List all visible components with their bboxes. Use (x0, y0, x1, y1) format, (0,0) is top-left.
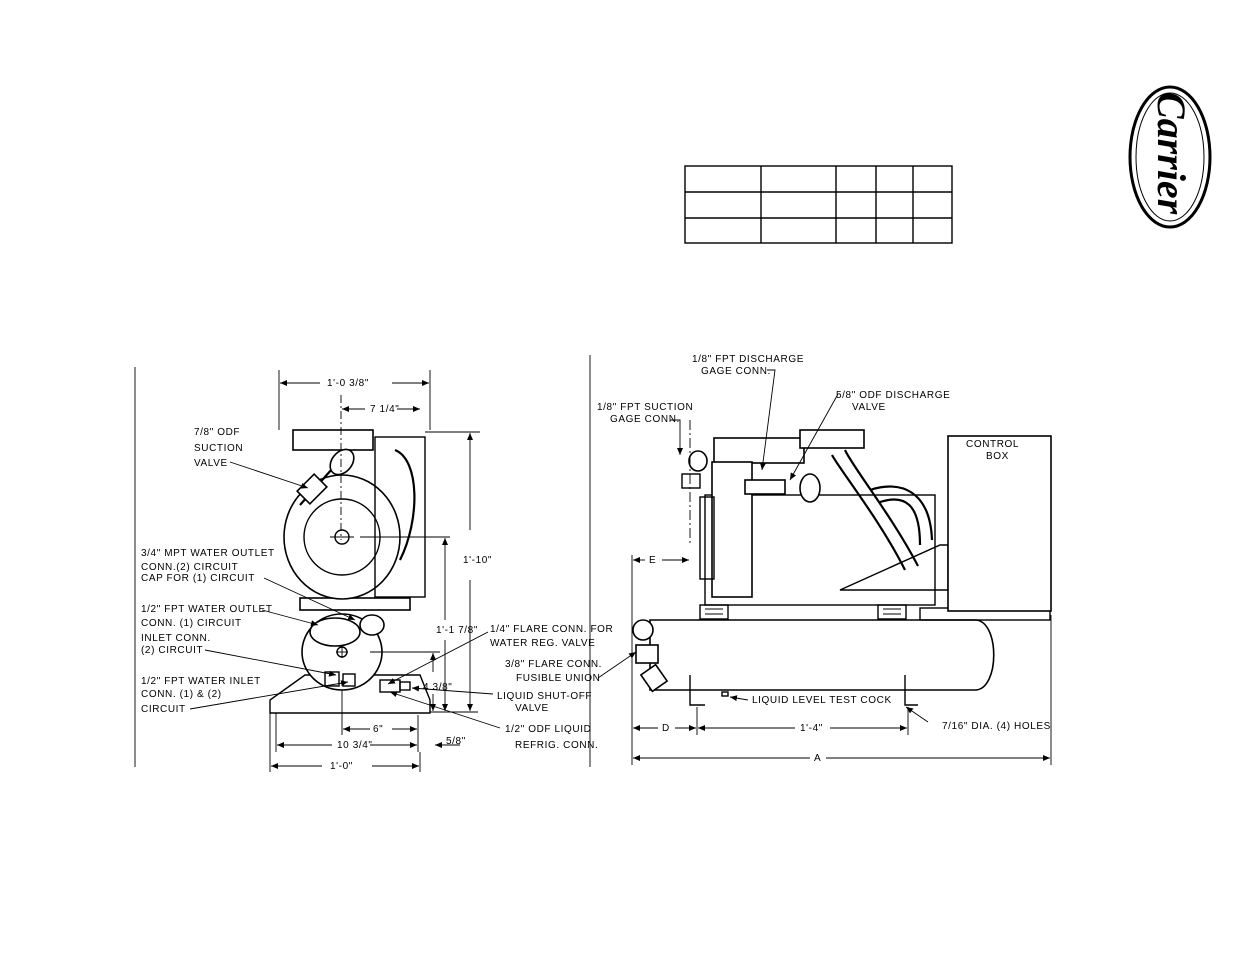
svg-text:7/8" ODF: 7/8" ODF (194, 427, 240, 438)
svg-text:7/16" DIA. (4) HOLES: 7/16" DIA. (4) HOLES (942, 721, 1051, 732)
dim-top-width: 1'-0 3/8" (327, 378, 369, 389)
svg-text:CONTROL: CONTROL (966, 439, 1019, 450)
svg-text:BOX: BOX (986, 451, 1009, 462)
control-box-label: CONTROL BOX (966, 439, 1019, 462)
svg-text:LIQUID LEVEL TEST COCK: LIQUID LEVEL TEST COCK (752, 695, 892, 706)
callout-flare-conn: 1/4" FLARE CONN. FOR WATER REG. VALVE (387, 624, 613, 685)
svg-text:VALVE: VALVE (194, 458, 228, 469)
callout-water-outlet-12: 1/2" FPT WATER OUTLET CONN. (1) CIRCUIT … (141, 604, 337, 677)
dim-ten-three-quarter: 10 3/4" (337, 740, 373, 751)
callout-test-cock: LIQUID LEVEL TEST COCK (729, 695, 892, 706)
svg-text:5/8" ODF DISCHARGE: 5/8" ODF DISCHARGE (836, 390, 950, 401)
svg-text:FUSIBLE UNION: FUSIBLE UNION (516, 673, 600, 684)
front-view: 1'-0 3/8" 7 1/4" 1'-10" 1'-1 7/8" 4 3/8"… (134, 355, 637, 772)
carrier-logo: Carrier (1128, 85, 1212, 229)
callout-liquid-shutoff: LIQUID SHUT-OFF VALVE (411, 685, 592, 714)
svg-text:VALVE: VALVE (515, 703, 549, 714)
dim-five-eighths: 5/8" (446, 736, 466, 747)
svg-text:1/2" ODF LIQUID: 1/2" ODF LIQUID (505, 724, 591, 735)
svg-text:GAGE CONN.: GAGE CONN. (610, 414, 680, 425)
spec-table (684, 165, 953, 244)
svg-text:1/2" FPT WATER INLET: 1/2" FPT WATER INLET (141, 676, 261, 687)
callout-suction-gage: 1/8" FPT SUCTION GAGE CONN. (597, 402, 693, 455)
svg-text:1/8" FPT SUCTION: 1/8" FPT SUCTION (597, 402, 693, 413)
dim-six: 6" (373, 724, 383, 735)
dim-span: 1'-4" (800, 723, 823, 734)
callout-holes: 7/16" DIA. (4) HOLES (905, 706, 1051, 732)
callout-water-inlet: 1/2" FPT WATER INLET CONN. (1) & (2) CIR… (141, 676, 349, 715)
dim-d: D (662, 723, 670, 734)
dim-base-width: 1'-0" (330, 761, 353, 772)
dim-receiver-height: 1'-1 7/8" (436, 625, 478, 636)
side-view: CONTROL BOX 1/8" FPT DISCHARGE GAGE CONN… (597, 354, 1052, 765)
svg-text:1/8" FPT DISCHARGE: 1/8" FPT DISCHARGE (692, 354, 804, 365)
svg-text:INLET CONN.: INLET CONN. (141, 633, 211, 644)
svg-text:GAGE CONN.: GAGE CONN. (701, 366, 771, 377)
dim-base-height: 4 3/8" (423, 682, 452, 693)
svg-text:CAP FOR (1) CIRCUIT: CAP FOR (1) CIRCUIT (141, 573, 255, 584)
svg-text:CONN. (1) CIRCUIT: CONN. (1) CIRCUIT (141, 618, 242, 629)
callout-discharge-valve: 5/8" ODF DISCHARGE VALVE (789, 390, 950, 481)
svg-text:CIRCUIT: CIRCUIT (141, 704, 186, 715)
svg-text:3/4" MPT WATER OUTLET: 3/4" MPT WATER OUTLET (141, 548, 275, 559)
callout-fusible-union: 3/8" FLARE CONN. FUSIBLE UNION (505, 651, 637, 684)
svg-text:CONN. (1) & (2): CONN. (1) & (2) (141, 689, 222, 700)
dim-overall-height: 1'-10" (463, 555, 492, 566)
svg-text:REFRIG. CONN.: REFRIG. CONN. (515, 740, 598, 751)
svg-text:1/4" FLARE CONN. FOR: 1/4" FLARE CONN. FOR (490, 624, 613, 635)
svg-text:(2) CIRCUIT: (2) CIRCUIT (141, 645, 203, 656)
callout-odf-liquid: 1/2" ODF LIQUID REFRIG. CONN. (389, 691, 598, 751)
callout-discharge-gage: 1/8" FPT DISCHARGE GAGE CONN. (692, 354, 804, 471)
svg-text:SUCTION: SUCTION (194, 443, 243, 454)
callout-suction-valve: 7/8" ODF SUCTION VALVE (194, 427, 309, 489)
dim-shaft-offset: 7 1/4" (370, 404, 399, 415)
svg-text:3/8" FLARE CONN.: 3/8" FLARE CONN. (505, 659, 602, 670)
svg-text:VALVE: VALVE (852, 402, 886, 413)
dim-a: A (814, 753, 821, 764)
logo-text: Carrier (1149, 92, 1194, 215)
svg-text:LIQUID SHUT-OFF: LIQUID SHUT-OFF (497, 691, 592, 702)
dim-e: E (649, 555, 656, 566)
callout-water-outlet-34: 3/4" MPT WATER OUTLET CONN.(2) CIRCUIT C… (141, 548, 356, 621)
svg-text:WATER REG. VALVE: WATER REG. VALVE (490, 638, 595, 649)
svg-text:CONN.(2) CIRCUIT: CONN.(2) CIRCUIT (141, 562, 238, 573)
svg-text:1/2" FPT WATER OUTLET: 1/2" FPT WATER OUTLET (141, 604, 273, 615)
